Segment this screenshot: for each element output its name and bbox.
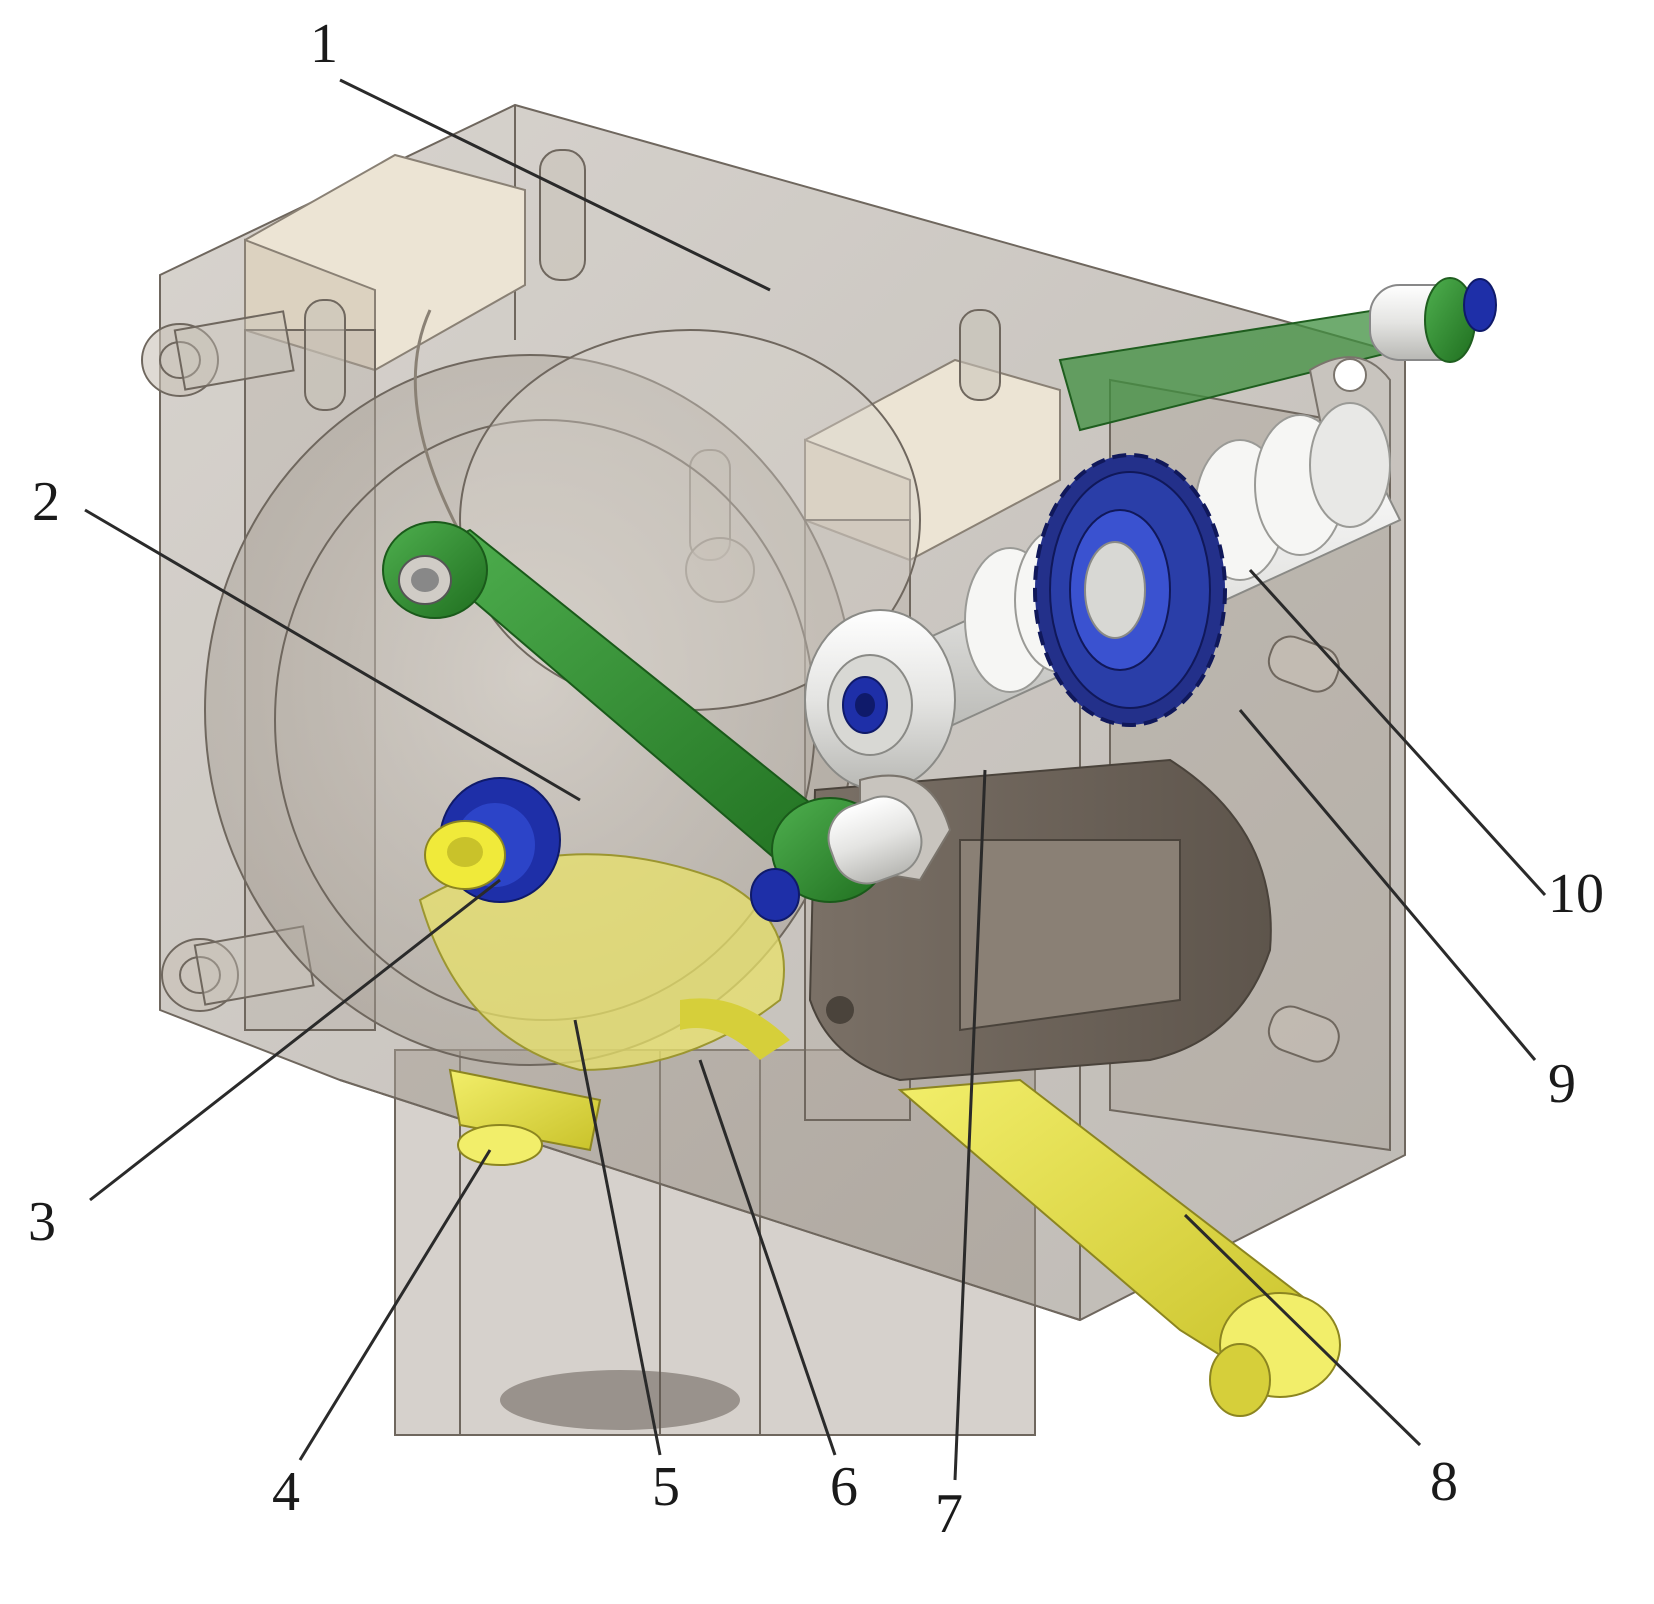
yellow-latch — [448, 1068, 602, 1166]
leader-10 — [1248, 568, 1547, 897]
leader-7 — [953, 769, 987, 1481]
callout-9: 9 — [1548, 1053, 1576, 1115]
left-pivot — [424, 777, 561, 903]
green-link — [382, 521, 923, 922]
callout-10: 10 — [1548, 863, 1604, 925]
callout-2: 2 — [32, 471, 60, 533]
leader-6 — [698, 1059, 837, 1456]
callout-8: 8 — [1430, 1451, 1458, 1513]
leader-2 — [84, 508, 581, 802]
main-shaft — [804, 402, 1402, 882]
callout-7: 7 — [935, 1483, 963, 1545]
yellow-lever — [897, 1078, 1341, 1417]
leader-4 — [298, 1149, 492, 1461]
callout-labels: 1 2 3 4 5 6 7 8 9 10 — [28, 13, 1604, 1545]
leader-3 — [89, 878, 501, 1202]
callout-5: 5 — [652, 1456, 680, 1518]
leader-lines — [84, 78, 1547, 1481]
yellow-segment — [418, 853, 790, 1072]
leader-1 — [339, 78, 771, 292]
leader-5 — [573, 1019, 662, 1456]
leader-8 — [1183, 1213, 1422, 1447]
callout-4: 4 — [272, 1461, 300, 1523]
sprocket — [1033, 453, 1227, 727]
callout-6: 6 — [830, 1456, 858, 1518]
callout-1: 1 — [310, 13, 338, 75]
leader-9 — [1238, 709, 1537, 1061]
callout-3: 3 — [28, 1191, 56, 1253]
